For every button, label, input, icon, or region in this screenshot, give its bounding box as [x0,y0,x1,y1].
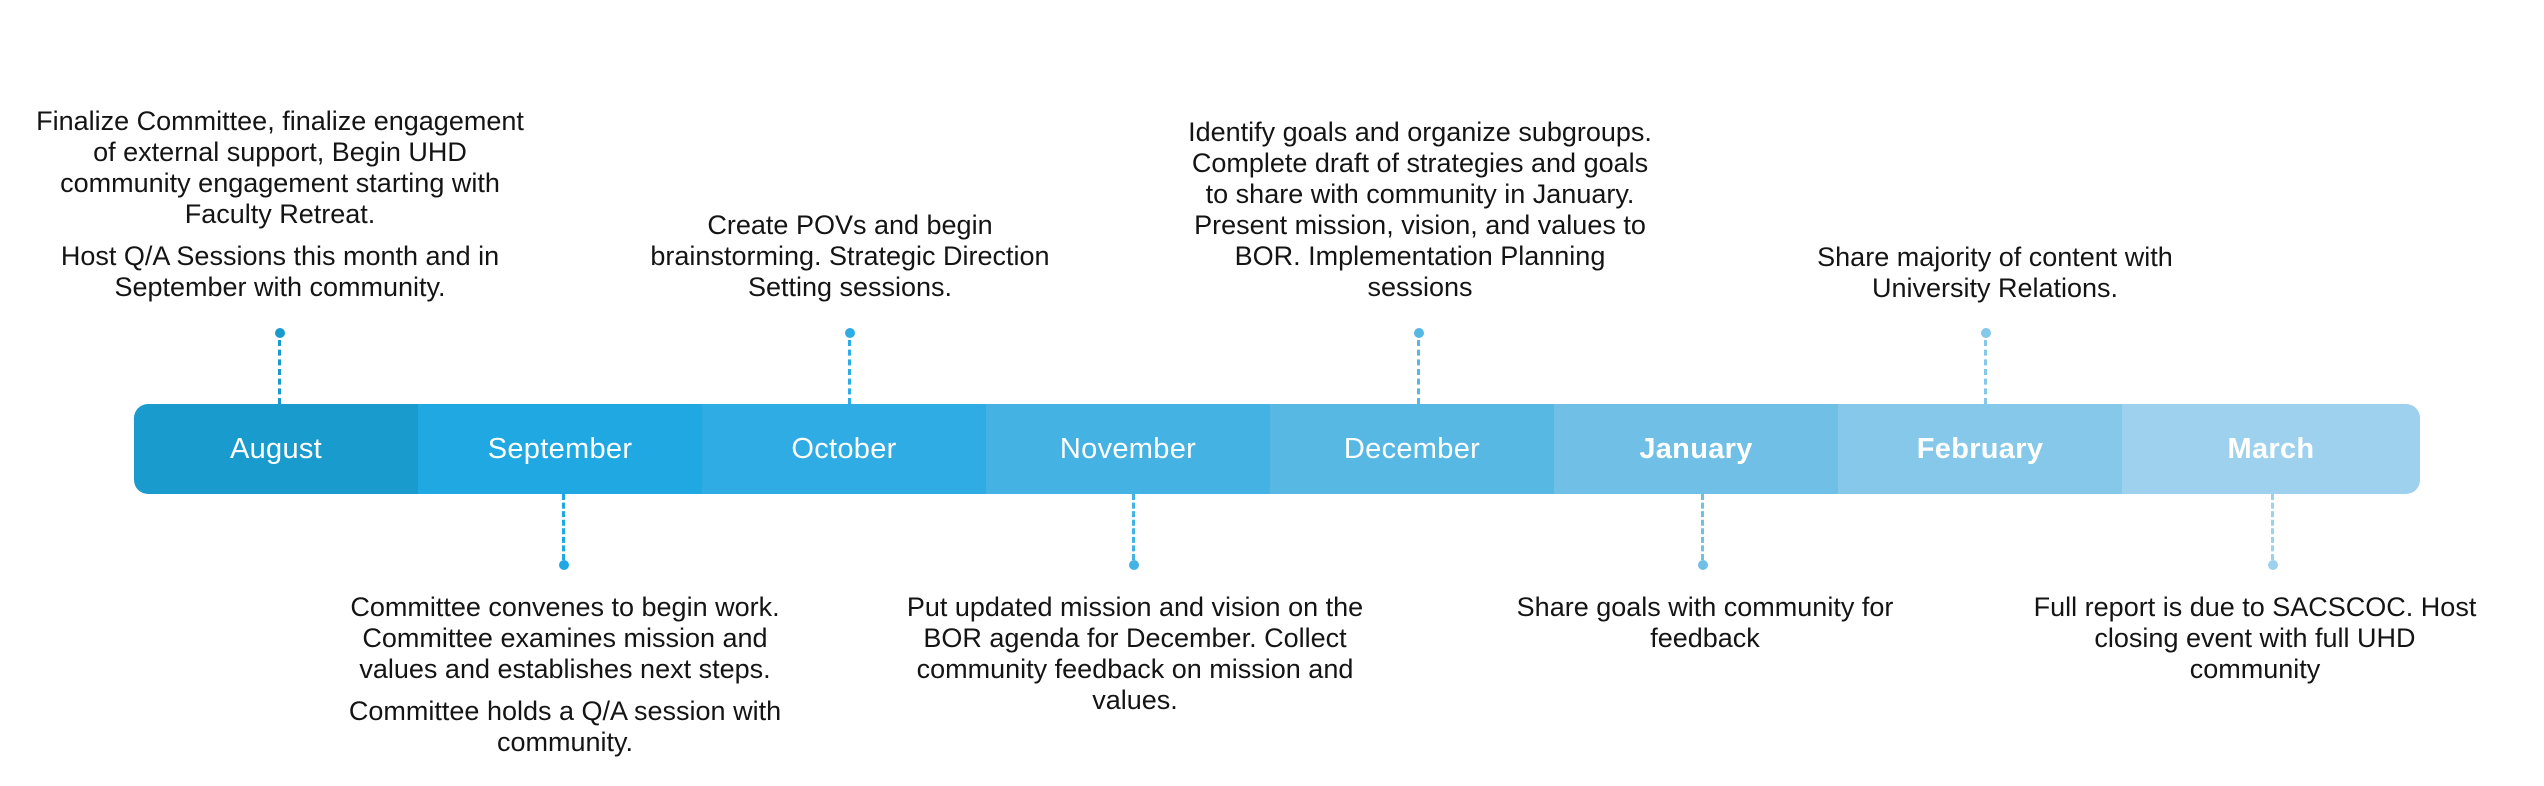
month-november: November [986,404,1270,494]
connector-dot-march [2268,560,2278,570]
note-august: Finalize Committee, finalize engagement … [30,106,530,303]
month-august: August [134,404,418,494]
note-october: Create POVs and begin brainstorming. Str… [620,210,1080,303]
connector-dot-october [845,328,855,338]
connector-dot-august [275,328,285,338]
note-december: Identify goals and organize subgroups. C… [1185,117,1655,303]
note-august-text-2: Host Q/A Sessions this month and in Sept… [60,241,500,302]
month-march: March [2122,404,2420,494]
note-february: Share majority of content with Universit… [1770,242,2220,304]
note-september: Committee convenes to begin work. Commit… [320,592,810,758]
month-january: January [1554,404,1838,494]
note-march: Full report is due to SACSCOC. Host clos… [2030,592,2480,685]
note-march-text-1: Full report is due to SACSCOC. Host clos… [2033,592,2477,684]
note-august-text-1: Finalize Committee, finalize engagement … [36,106,524,229]
month-february: February [1838,404,2122,494]
timeline-bar: August September October November Decemb… [134,404,2420,494]
connector-dot-november [1129,560,1139,570]
connector-line-october [848,340,851,404]
connector-dot-february [1981,328,1991,338]
note-february-text-1: Share majority of content with Universit… [1817,242,2173,303]
month-december: December [1270,404,1554,494]
note-december-text-1: Identify goals and organize subgroups. C… [1188,117,1652,302]
note-january-text-1: Share goals with community for feedback [1516,592,1894,653]
note-november: Put updated mission and vision on the BO… [900,592,1370,716]
connector-line-february [1984,340,1987,404]
connector-dot-january [1698,560,1708,570]
note-january: Share goals with community for feedback [1485,592,1925,654]
connector-line-december [1417,340,1420,404]
connector-line-march [2271,494,2274,560]
connector-line-november [1132,494,1135,560]
connector-dot-december [1414,328,1424,338]
month-october: October [702,404,986,494]
connector-line-january [1701,494,1704,560]
month-september: September [418,404,702,494]
note-november-text-1: Put updated mission and vision on the BO… [906,592,1364,715]
note-october-text-1: Create POVs and begin brainstorming. Str… [650,210,1050,302]
note-september-text-1: Committee convenes to begin work. Commit… [350,592,780,684]
connector-line-august [278,340,281,404]
connector-dot-september [559,560,569,570]
note-september-text-2: Committee holds a Q/A session with commu… [348,696,782,757]
connector-line-september [562,494,565,560]
